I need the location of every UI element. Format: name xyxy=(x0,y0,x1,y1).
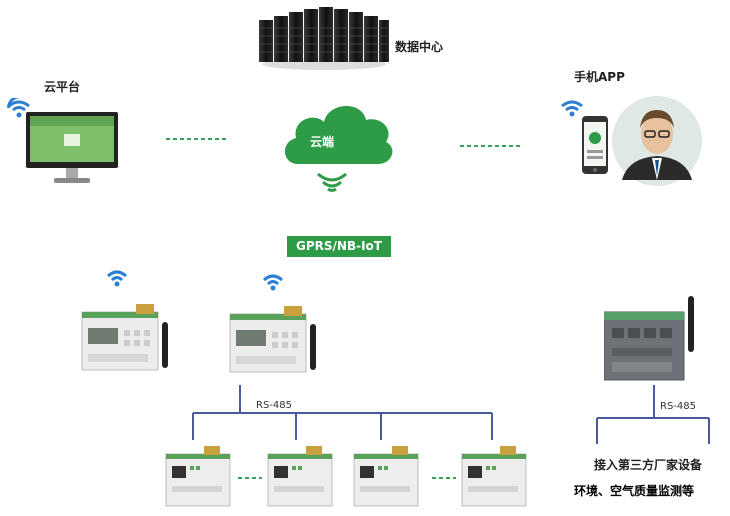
monitoring-label: 环境、空气质量监测等 xyxy=(574,484,695,498)
gateway-device-icon xyxy=(229,306,316,373)
mobile-app-label: 手机APP xyxy=(574,70,625,84)
signal-icon xyxy=(317,172,347,192)
wifi-icon xyxy=(107,270,127,287)
meter-module-icon xyxy=(165,446,231,507)
wifi-icon xyxy=(263,274,283,291)
data-center-label: 数据中心 xyxy=(395,40,444,54)
meter-module-icon xyxy=(461,446,527,507)
cloud-icon xyxy=(284,105,393,164)
server-rack-icon xyxy=(259,7,389,70)
third-party-gateway-icon xyxy=(604,296,694,381)
wifi-icon xyxy=(6,98,30,118)
rs485-left-label: RS-485 xyxy=(256,400,292,411)
wifi-icon xyxy=(561,100,583,117)
meter-module-icon xyxy=(267,446,333,507)
rs485-right-label: RS-485 xyxy=(660,401,696,412)
third-party-label: 接入第三方厂家设备 xyxy=(594,458,703,472)
gateway-device-icon xyxy=(81,304,168,371)
monitor-icon xyxy=(26,112,118,183)
cloud-label: 云端 xyxy=(310,135,335,149)
meter-module-icon xyxy=(353,446,419,507)
user-avatar-icon xyxy=(612,96,702,186)
smartphone-icon xyxy=(582,116,608,174)
protocol-badge: GPRS/NB-IoT xyxy=(287,236,391,257)
cloud-platform-label: 云平台 xyxy=(44,80,81,94)
